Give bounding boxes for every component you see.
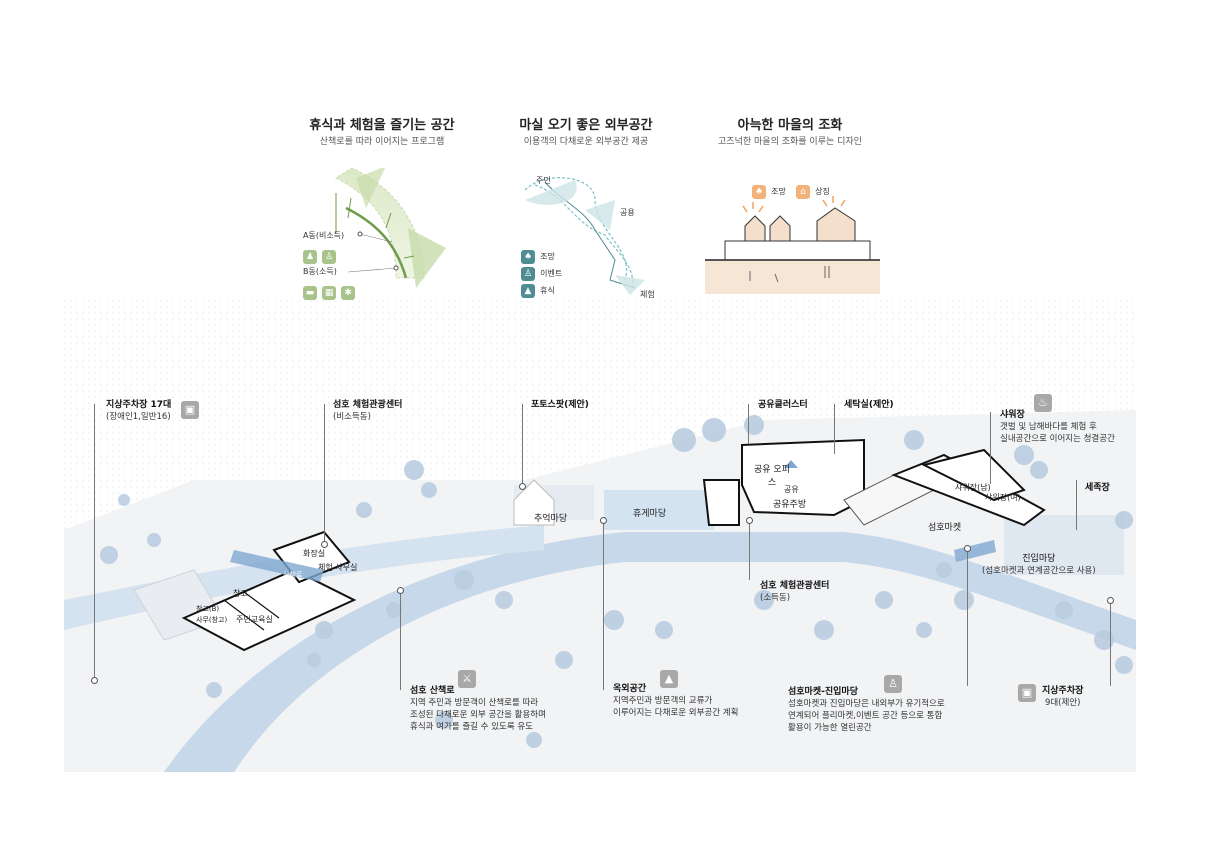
callout-parking17: 지상주차장 17대 (장애인1,일반16) [106,400,172,422]
people-icon: ♙ [322,250,337,264]
car-icon-2: ▣ [1018,684,1036,702]
label-b-building: B동(소득) [303,267,337,276]
shared-office-label: 공유 오피스 [754,465,790,488]
rest-icon: ▲ [521,284,535,298]
shower-m-label: 샤워장(남) [955,483,991,492]
legend-event: ♙ 이벤트 [521,261,562,281]
family-icon: ♟ [303,250,317,264]
path-label: 산책로 [283,571,303,579]
leader-dot [600,517,607,524]
a-building-icons: ♟ ♙ [303,244,337,264]
shared-small-label: 공유 [784,485,799,494]
car-icon: ▣ [181,401,199,419]
legend-symbol-3: ⌂ 상징 [796,179,830,199]
site-plan [64,300,1136,772]
tree-icon: ▲ [660,670,678,688]
leader-outdoor [603,520,604,690]
callout-exp-center-a: 섬호 체험관광센터 (비소득동) [333,400,403,422]
concept-1-title: 휴식과 체험을 즐기는 공간 [309,118,455,133]
b-building-icons: ▬ ▦ ✱ [303,280,356,300]
leader-dot [964,545,971,552]
market-icon: ▦ [322,286,337,300]
memory-yard-label: 추억마당 [534,514,568,524]
event-icon: ♙ [521,267,535,281]
leader-dot [397,587,404,594]
activity-icon: ✱ [341,286,356,300]
leader-exp-b [749,520,750,580]
people-icon: ♙ [884,675,902,693]
shower-icon: ♨ [1034,394,1052,412]
leader-parking17 [94,404,95,680]
room-storage: 창고 [233,589,248,598]
leader-market [967,548,968,686]
room-education: 주민교육실 [236,615,273,624]
callout-market-yard: 섬호마켓-진입마당 섬호마켓과 진입마당은 내외부가 유기적으로 연계되어 플리… [788,687,945,733]
room-office-storage: 사무(창고) [196,616,228,624]
leader-dot [519,483,526,490]
path-label-shared: 공용 [620,208,635,217]
legend-view: ♠ 조망 [521,244,555,264]
leader-footbath [1076,480,1077,530]
leader-dot [746,517,753,524]
concept-3-subtitle: 고즈넉한 마을의 조화를 이루는 디자인 [718,137,862,147]
leader-trail [400,590,401,690]
callout-outdoor: 옥외공간 지역주민과 방문객의 교류가 이루어지는 다채로운 외부공간 계획 [613,684,739,718]
room-exp-office: 체험 사무실 [318,563,358,572]
walking-icon: ⚔ [458,670,476,688]
concept-1-diagram [334,168,446,288]
shared-kitchen-label: 공유주방 [773,500,807,510]
path-label-experience: 체험 [640,290,655,299]
label-a-building: A동(비소득) [303,231,345,240]
callout-shared-cluster: 공유클러스터 [758,400,808,410]
view-icon: ♠ [752,185,766,199]
room-storage-b: 창고(B) [196,605,220,613]
view-icon: ♠ [521,250,535,264]
legend-rest: ▲ 휴식 [521,278,555,298]
house-icon: ⌂ [796,185,810,199]
path-label-residents: 주민 [536,176,551,185]
callout-parking9: 지상주차장 9대(제안) [1042,686,1084,708]
leader-exp-a [324,404,325,544]
concept-2-title: 마실 오기 좋은 외부공간 [519,118,653,133]
b-building [702,438,1046,527]
leader-photo [522,404,523,486]
callout-shower: 샤워장 갯벌 및 남해바다를 체험 후 실내공간으로 이어지는 청결공간 [1000,410,1115,444]
callout-trail: 섬호 산책로 지역 주민과 방문객이 산책로를 따라 조성된 다채로운 외부 공… [410,686,546,732]
leader-shower [990,412,991,484]
leader-shared [748,404,749,444]
concept-2-subtitle: 이용객의 다채로운 외부공간 제공 [523,137,649,147]
leader-dot [91,677,98,684]
market-label: 섬호마켓 [928,523,962,533]
bed-icon: ▬ [303,286,317,300]
room-toilet: 화장실 [303,549,326,558]
shower-f-label: 샤워장(여) [985,493,1021,502]
leader-parking9 [1110,600,1111,686]
rest-yard-label: 휴게마당 [633,509,667,519]
callout-laundry: 세탁실(제안) [844,400,894,410]
leader-dot [1107,597,1114,604]
concept-1-subtitle: 산책로를 따라 이어지는 프로그램 [319,137,445,147]
callout-exp-center-b: 섬호 체험관광센터 (소득동) [760,581,830,603]
concept-2-diagram [524,177,645,295]
leader-dot [321,541,328,548]
callout-photo-spot: 포토스팟(제안) [531,400,589,410]
concept-3-diagram [705,196,880,294]
leader-laundry [834,404,835,454]
legend-view-3: ♠ 조망 [752,179,786,199]
callout-footbath: 세족장 [1085,483,1110,493]
concept-3-title: 아늑한 마을의 조화 [737,118,843,133]
callout-entry-yard: 진입마당 (섬호마켓과 연계공간으로 사용) [982,554,1096,576]
